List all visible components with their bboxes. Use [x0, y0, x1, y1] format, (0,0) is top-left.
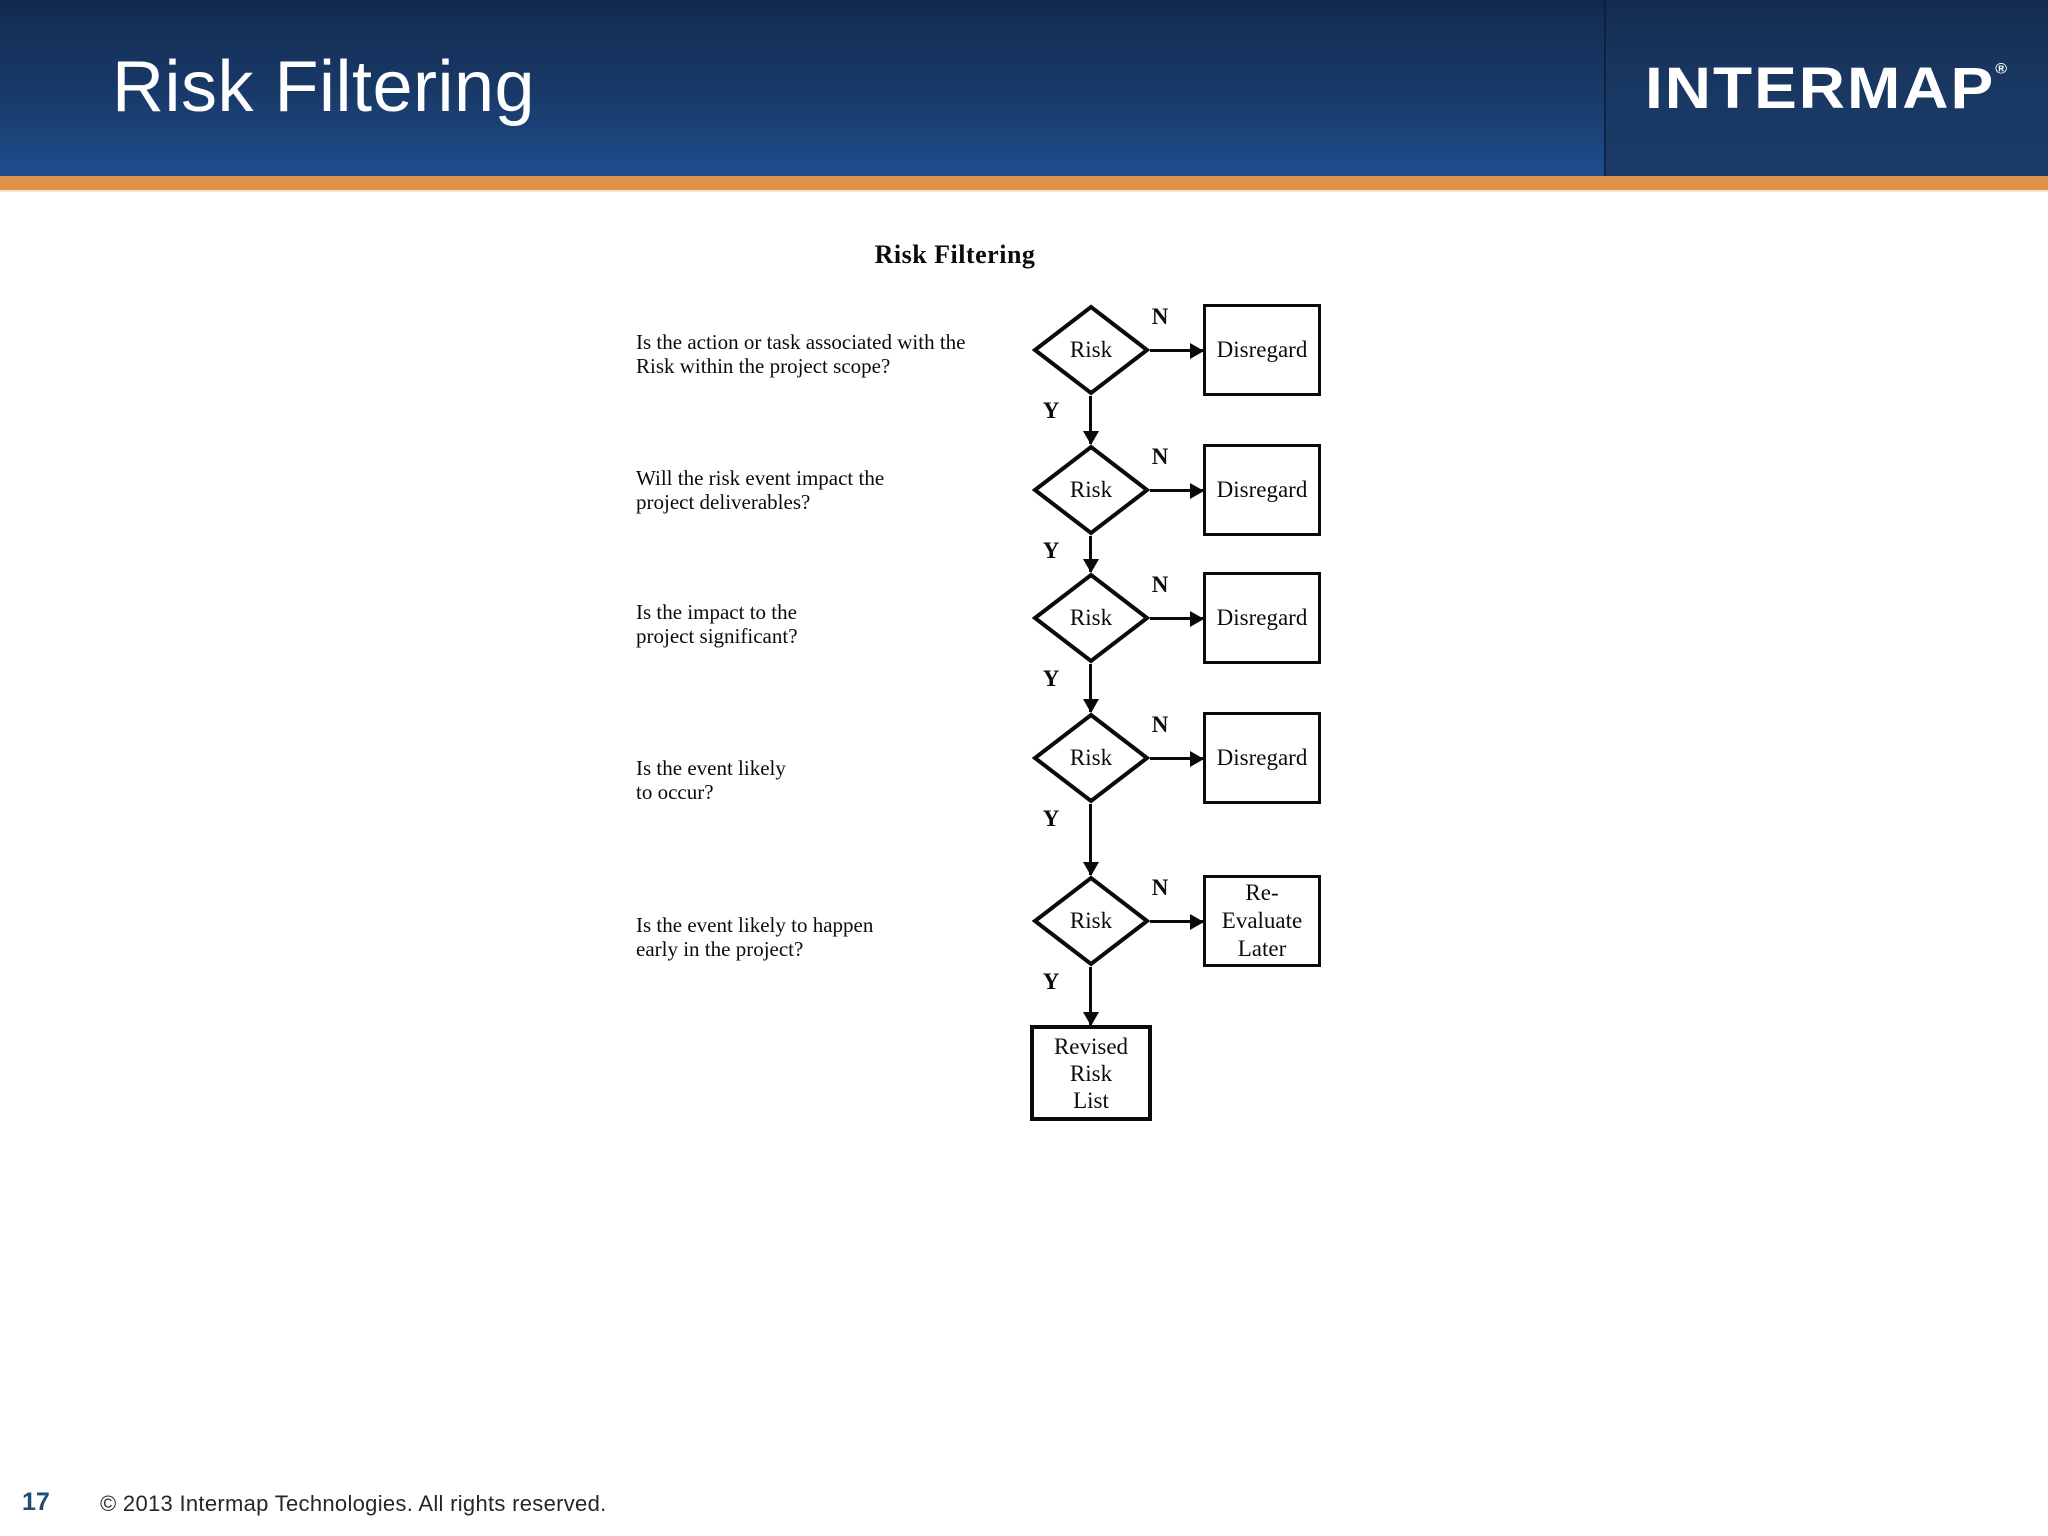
no-branch-label: N — [1151, 304, 1169, 329]
question-text: Is the event likely to happen early in t… — [636, 891, 981, 983]
yes-branch-arrow — [1089, 664, 1092, 712]
question-text: Is the event likely to occur? — [636, 734, 981, 826]
slide-header: Risk Filtering INTERMAP® — [0, 0, 2048, 176]
no-branch-arrow — [1150, 349, 1203, 352]
decision-label: Risk — [1069, 337, 1113, 362]
final-node-label: Risk — [1069, 1060, 1113, 1086]
diamond-shape — [1031, 444, 1151, 536]
diamond-shape — [1031, 304, 1151, 396]
question-line: to occur? — [636, 780, 714, 804]
question-text: Will the risk event impact the project d… — [636, 444, 981, 536]
outcome-box: Disregard — [1203, 572, 1321, 664]
decision-label: Risk — [1069, 477, 1113, 502]
yes-branch-label: Y — [1042, 666, 1060, 691]
yes-branch-label: Y — [1042, 806, 1060, 831]
question-text: Is the action or task associated with th… — [636, 308, 981, 400]
no-branch-label: N — [1151, 444, 1169, 469]
outcome-label: Disregard — [1216, 745, 1308, 770]
outcome-label: Later — [1237, 936, 1287, 961]
no-branch-arrow — [1150, 920, 1203, 923]
no-branch-label: N — [1151, 572, 1169, 597]
question-line: Is the event likely — [636, 756, 786, 780]
decision-label: Risk — [1069, 605, 1113, 630]
logo-panel: INTERMAP® — [1604, 0, 2048, 176]
yes-branch-arrow — [1089, 536, 1092, 572]
no-branch-label: N — [1151, 875, 1169, 900]
outcome-box: Disregard — [1203, 444, 1321, 536]
decision-diamond: Risk — [1031, 875, 1151, 967]
copyright-text: © 2013 Intermap Technologies. All rights… — [100, 1491, 607, 1516]
decision-diamond: Risk — [1031, 712, 1151, 804]
flowchart-title: Risk Filtering — [874, 240, 1036, 269]
yes-branch-label: Y — [1042, 538, 1060, 563]
yes-branch-label: Y — [1042, 969, 1060, 994]
accent-stripe — [0, 176, 2048, 192]
no-branch-label: N — [1151, 712, 1169, 737]
decision-label: Risk — [1069, 908, 1113, 933]
registered-mark: ® — [1995, 61, 2007, 77]
no-branch-arrow — [1150, 617, 1203, 620]
question-line: Risk within the project scope? — [636, 354, 891, 378]
page-number: 17 — [22, 1488, 50, 1516]
decision-label: Risk — [1069, 745, 1113, 770]
final-node-label: List — [1073, 1087, 1109, 1113]
question-text: Is the impact to the project significant… — [636, 578, 981, 670]
no-branch-arrow — [1150, 757, 1203, 760]
no-branch-arrow — [1150, 489, 1203, 492]
question-line: project significant? — [636, 624, 798, 648]
outcome-box: Disregard — [1203, 712, 1321, 804]
question-line: Will the risk event impact the — [636, 466, 885, 490]
question-line: project deliverables? — [636, 490, 811, 514]
question-line: Is the event likely to happen — [636, 913, 874, 937]
outcome-label: Disregard — [1216, 477, 1308, 502]
decision-diamond: Risk — [1031, 444, 1151, 536]
diamond-shape — [1031, 712, 1151, 804]
yes-branch-arrow — [1089, 396, 1092, 444]
diamond-shape — [1031, 875, 1151, 967]
intermap-logo: INTERMAP® — [1645, 54, 2007, 122]
outcome-box: Re- Evaluate Later — [1203, 875, 1321, 967]
question-line: early in the project? — [636, 937, 804, 961]
outcome-label: Evaluate — [1221, 908, 1303, 933]
yes-branch-arrow — [1089, 804, 1092, 875]
decision-diamond: Risk — [1031, 304, 1151, 396]
decision-diamond: Risk — [1031, 572, 1151, 664]
outcome-label: Re- — [1245, 880, 1279, 905]
yes-branch-arrow — [1089, 967, 1092, 1025]
outcome-box: Disregard — [1203, 304, 1321, 396]
diamond-shape — [1031, 572, 1151, 664]
logo-wordmark: INTERMAP — [1644, 54, 1996, 122]
question-line: Is the impact to the — [636, 600, 797, 624]
final-node-label: Revised — [1053, 1033, 1129, 1059]
question-line: Is the action or task associated with th… — [636, 330, 966, 354]
outcome-label: Disregard — [1216, 337, 1308, 362]
page-title: Risk Filtering — [112, 47, 536, 127]
yes-branch-label: Y — [1042, 398, 1060, 423]
outcome-label: Disregard — [1216, 605, 1308, 630]
final-node: Revised Risk List — [1030, 1025, 1152, 1121]
